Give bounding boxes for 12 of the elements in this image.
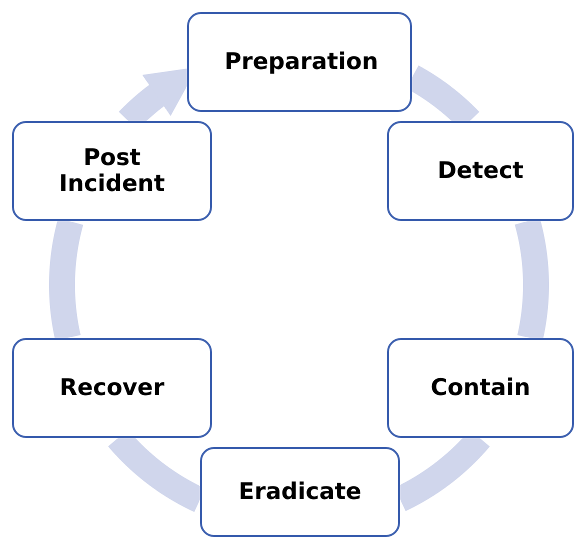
process-box [187, 12, 412, 112]
process-box [387, 121, 574, 221]
step-label: Contain [430, 374, 530, 402]
step-label: Post Incident [58, 144, 166, 198]
step-label: Recover [60, 374, 164, 402]
process-box [12, 121, 212, 221]
step-label: Preparation [224, 48, 374, 76]
process-box [387, 338, 574, 438]
step-label: Detect [438, 158, 524, 184]
process-box [12, 338, 212, 438]
step-label: Eradicate [238, 478, 362, 506]
process-box [200, 447, 400, 537]
